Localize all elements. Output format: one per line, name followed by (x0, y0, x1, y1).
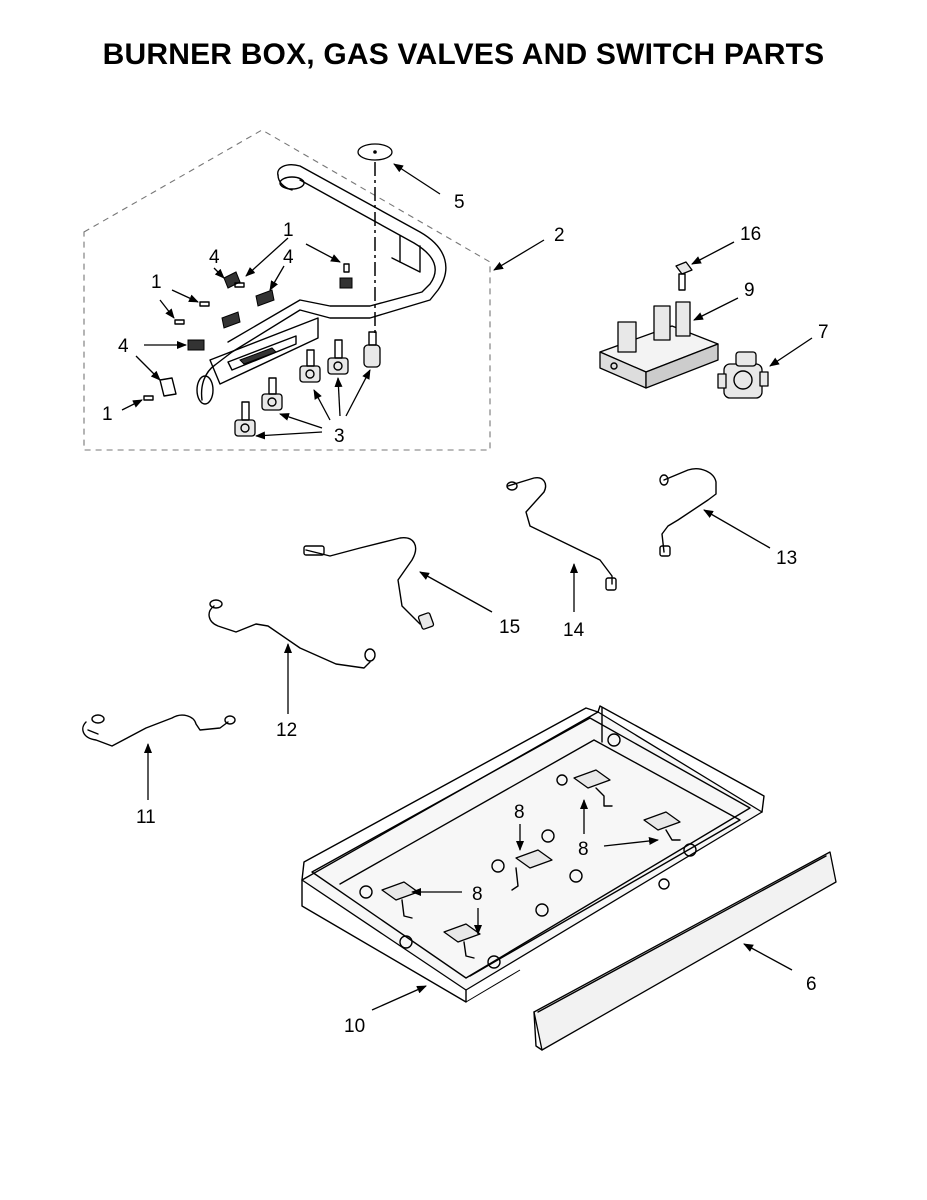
burner-cap (357, 143, 393, 335)
clip-5 (187, 339, 205, 351)
callout-leaders (121, 163, 813, 1011)
callout-15: 15 (499, 617, 520, 638)
callout-8-top: 8 (514, 802, 525, 823)
clip-4 (221, 311, 241, 329)
screw-4 (174, 319, 185, 325)
callout-12: 12 (276, 720, 297, 741)
valve-4 (327, 339, 349, 375)
bracket-b (643, 811, 681, 841)
callout-10: 10 (344, 1016, 365, 1037)
manifold-tube (196, 164, 447, 405)
gas-tube-14 (506, 477, 617, 591)
burner-box-tray (301, 705, 765, 1003)
clip-6 (159, 377, 177, 397)
gas-valves (234, 331, 381, 437)
burner-brackets (381, 769, 681, 959)
callout-6: 6 (806, 974, 817, 995)
callout-16: 16 (740, 224, 761, 245)
callout-labels: 5 2 16 9 7 1 4 4 1 4 1 3 15 14 13 12 11 … (102, 192, 829, 1037)
callout-2: 2 (554, 225, 565, 246)
gas-tube-15 (303, 537, 435, 630)
callout-7: 7 (818, 322, 829, 343)
callout-4-top: 4 (209, 247, 220, 268)
valve-2 (261, 377, 283, 411)
callout-8-left: 8 (472, 884, 483, 905)
screw-3 (199, 301, 210, 307)
callout-14: 14 (563, 620, 585, 641)
spark-module (599, 301, 719, 389)
front-rail (533, 851, 837, 1051)
pressure-regulator (717, 351, 769, 399)
gas-tube-11 (82, 714, 236, 747)
callout-1-bottom: 1 (102, 404, 113, 425)
callout-5: 5 (454, 192, 465, 213)
burner-box-assembly-outline (83, 129, 491, 451)
valve-3 (299, 349, 321, 383)
gas-tube-13 (659, 468, 717, 557)
clips (159, 271, 353, 397)
clip-3 (339, 277, 353, 289)
callout-8-mid: 8 (578, 839, 589, 860)
callout-11: 11 (136, 807, 156, 828)
screw-2 (234, 282, 245, 288)
bracket-c (511, 849, 553, 891)
callout-9: 9 (744, 280, 755, 301)
callout-4-mid: 4 (283, 247, 294, 268)
gas-tube-12 (208, 599, 376, 669)
callout-4-left: 4 (118, 336, 129, 357)
screws (143, 263, 350, 401)
spark-module-screw (675, 261, 693, 291)
callout-3: 3 (334, 426, 345, 447)
page-title: BURNER BOX, GAS VALVES AND SWITCH PARTS (102, 38, 825, 71)
valve-5 (363, 331, 381, 368)
callout-1-top: 1 (283, 220, 294, 241)
callout-1-left: 1 (151, 272, 162, 293)
clip-1 (223, 271, 241, 289)
bracket-a (573, 769, 613, 807)
screw-1 (343, 263, 350, 273)
clip-2 (255, 289, 275, 307)
valve-1 (234, 401, 256, 437)
screw-5 (143, 395, 154, 401)
callout-13: 13 (776, 548, 797, 569)
